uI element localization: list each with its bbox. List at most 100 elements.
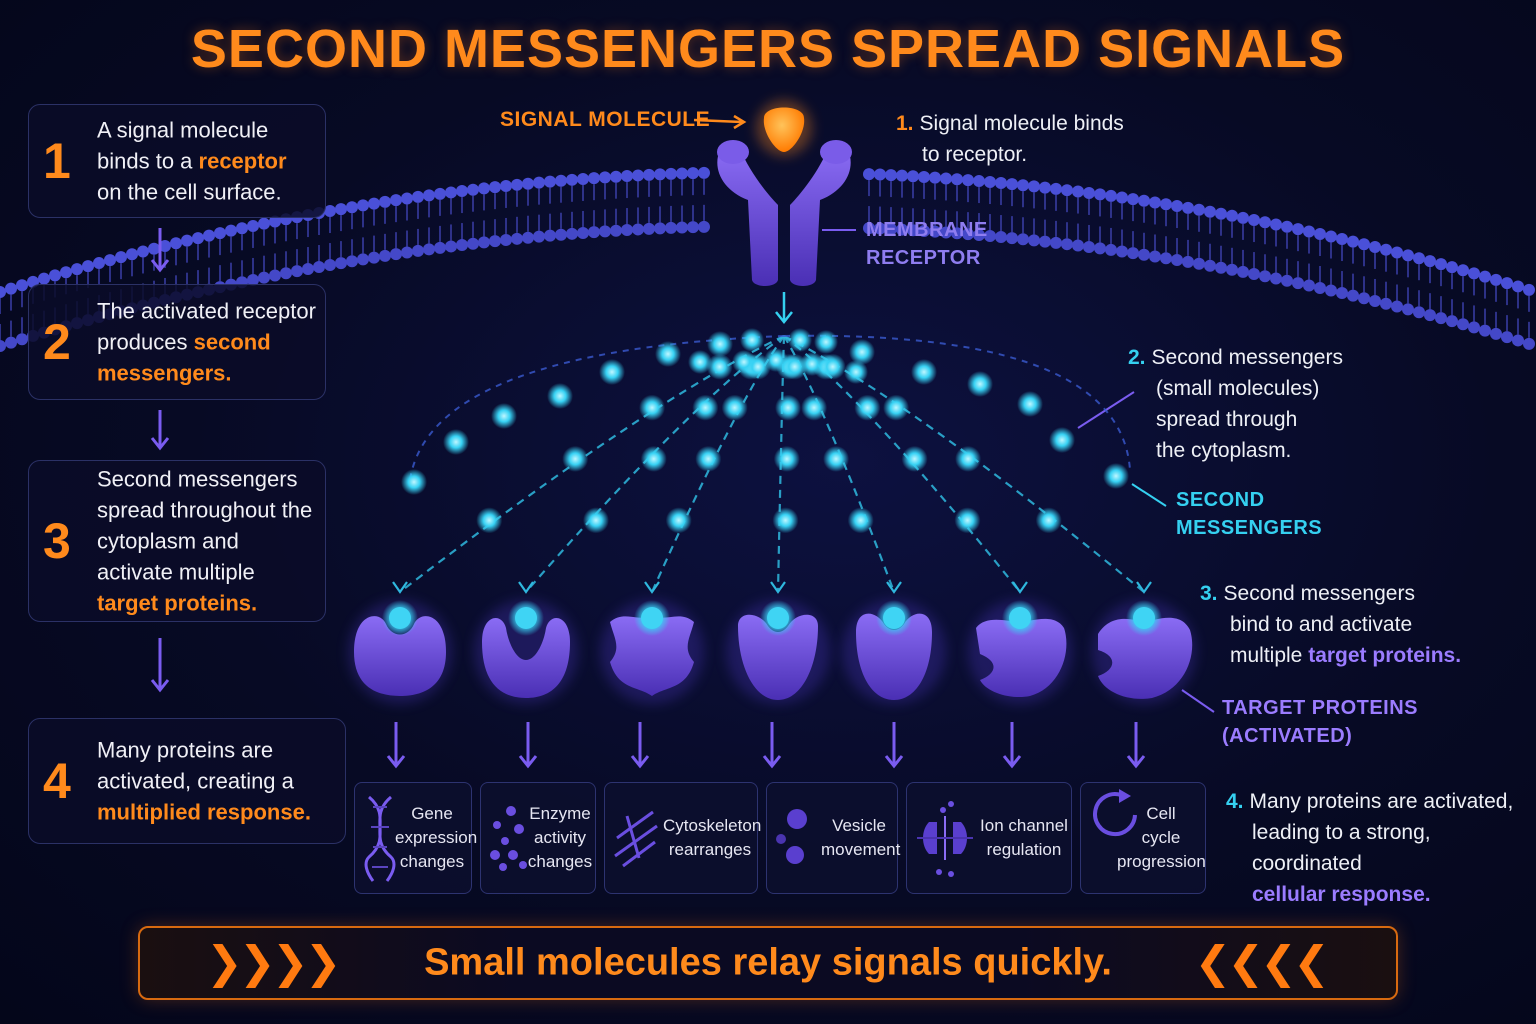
membrane-head	[500, 179, 512, 192]
membrane-head	[1457, 264, 1469, 277]
membrane-head	[1171, 254, 1183, 267]
step-text: The activated receptor produces second m…	[97, 296, 317, 389]
messenger-pointer	[1131, 483, 1167, 507]
target-proteins-label: TARGET PROTEINS (ACTIVATED)	[1222, 694, 1418, 750]
membrane-head	[1182, 255, 1194, 268]
outcome-vesicle-movement: Vesicle movement	[766, 782, 900, 894]
membrane-head	[258, 271, 270, 284]
bound-messenger	[1133, 607, 1155, 629]
outcome-label: Gene expression changes	[395, 802, 477, 874]
second-messenger-particle	[1103, 463, 1129, 489]
second-messenger-particle	[665, 507, 692, 534]
membrane-head	[0, 340, 6, 352]
second-messenger-particle	[706, 353, 733, 380]
membrane-head	[467, 237, 479, 250]
membrane-head	[478, 182, 490, 195]
membrane-head	[1457, 318, 1469, 331]
membrane-head	[236, 222, 248, 235]
second-messenger-particle	[849, 339, 875, 365]
protein-body	[976, 618, 1067, 698]
membrane-head	[1270, 272, 1282, 285]
target-protein	[348, 600, 452, 704]
membrane-head	[984, 230, 996, 243]
membrane-head	[1259, 216, 1271, 229]
target-protein	[474, 600, 578, 704]
membrane-head	[676, 221, 688, 234]
membrane-head	[357, 253, 369, 266]
second-messenger-particle	[599, 359, 625, 385]
membrane-head	[1149, 250, 1161, 263]
membrane-head	[1061, 238, 1073, 251]
trail-arrowhead	[886, 581, 902, 594]
membrane-head	[291, 265, 303, 278]
banner-text: Small molecules relay signals quickly.	[424, 941, 1112, 984]
step-text-part: A signal molecule binds to a	[97, 117, 269, 174]
membrane-head	[324, 259, 336, 272]
membrane-head	[445, 240, 457, 253]
trail-arrowhead	[770, 581, 786, 594]
note-line: 3.Second messengers	[1200, 578, 1461, 609]
outcome-label: Enzyme activity changes	[527, 802, 593, 874]
step-text: Many proteins are activated, creating a …	[97, 735, 337, 828]
membrane-head	[247, 219, 259, 232]
membrane-head	[1336, 287, 1348, 300]
chevron-right-icon: ❯❯❯❯	[206, 938, 341, 988]
membrane-head	[588, 172, 600, 185]
membrane-receptor-label: MEMBRANE RECEPTOR	[866, 216, 988, 272]
membrane-head	[126, 248, 138, 261]
membrane-head	[1039, 181, 1051, 194]
membrane-head	[1127, 247, 1139, 260]
membrane-head	[874, 168, 886, 181]
membrane-head	[1105, 189, 1117, 202]
membrane-head	[434, 187, 446, 200]
membrane-head	[511, 232, 523, 245]
membrane-head	[1501, 277, 1513, 290]
membrane-head	[104, 254, 116, 267]
outcome-cytoskeleton: Cytoskeleton rearranges	[604, 782, 761, 894]
membrane-head	[1083, 240, 1095, 253]
note-text: Many proteins are activated,	[1249, 790, 1514, 813]
membrane-head	[93, 257, 105, 270]
step-text: Second messengers spread throughout the …	[97, 464, 317, 619]
membrane-head	[874, 222, 886, 235]
membrane-head	[49, 269, 61, 282]
membrane-head	[1105, 243, 1117, 256]
second-messenger-particle	[854, 394, 881, 421]
membrane-head	[896, 169, 908, 182]
step-text: A signal molecule binds to a receptor on…	[97, 115, 317, 208]
membrane-head	[1336, 233, 1348, 246]
second-messenger-particle	[692, 394, 719, 421]
membrane-head	[929, 225, 941, 238]
membrane-head	[335, 257, 347, 270]
membrane-head	[1248, 214, 1260, 227]
second-messenger-particle	[401, 469, 427, 495]
note-text: Second messengers	[1223, 582, 1415, 605]
target-protein	[600, 600, 704, 704]
membrane-head	[1435, 312, 1447, 325]
membrane-head	[137, 245, 149, 258]
membrane-head	[302, 263, 314, 276]
membrane-head	[1050, 182, 1062, 195]
membrane-head	[1193, 257, 1205, 270]
membrane-head	[1303, 225, 1315, 238]
output-arrowhead	[1126, 755, 1146, 769]
membrane-head	[962, 228, 974, 241]
membrane-head	[1314, 227, 1326, 240]
membrane-head	[423, 189, 435, 202]
membrane-head	[984, 176, 996, 189]
membrane-head	[390, 194, 402, 207]
second-messenger-particle	[1049, 427, 1075, 453]
membrane-head	[566, 227, 578, 240]
membrane-head	[951, 173, 963, 186]
outcome-line: changes	[527, 852, 593, 871]
label-line: (ACTIVATED)	[1222, 725, 1353, 747]
note-line: 1.Signal molecule binds	[896, 108, 1124, 139]
membrane-head	[1391, 300, 1403, 313]
trail-arrowhead	[392, 581, 408, 594]
membrane-head	[60, 266, 72, 279]
second-messenger-particle	[547, 383, 573, 409]
membrane-head	[170, 237, 182, 250]
membrane-head	[1468, 267, 1480, 280]
membrane-head	[621, 170, 633, 183]
cytoskeleton-icon	[614, 810, 658, 868]
